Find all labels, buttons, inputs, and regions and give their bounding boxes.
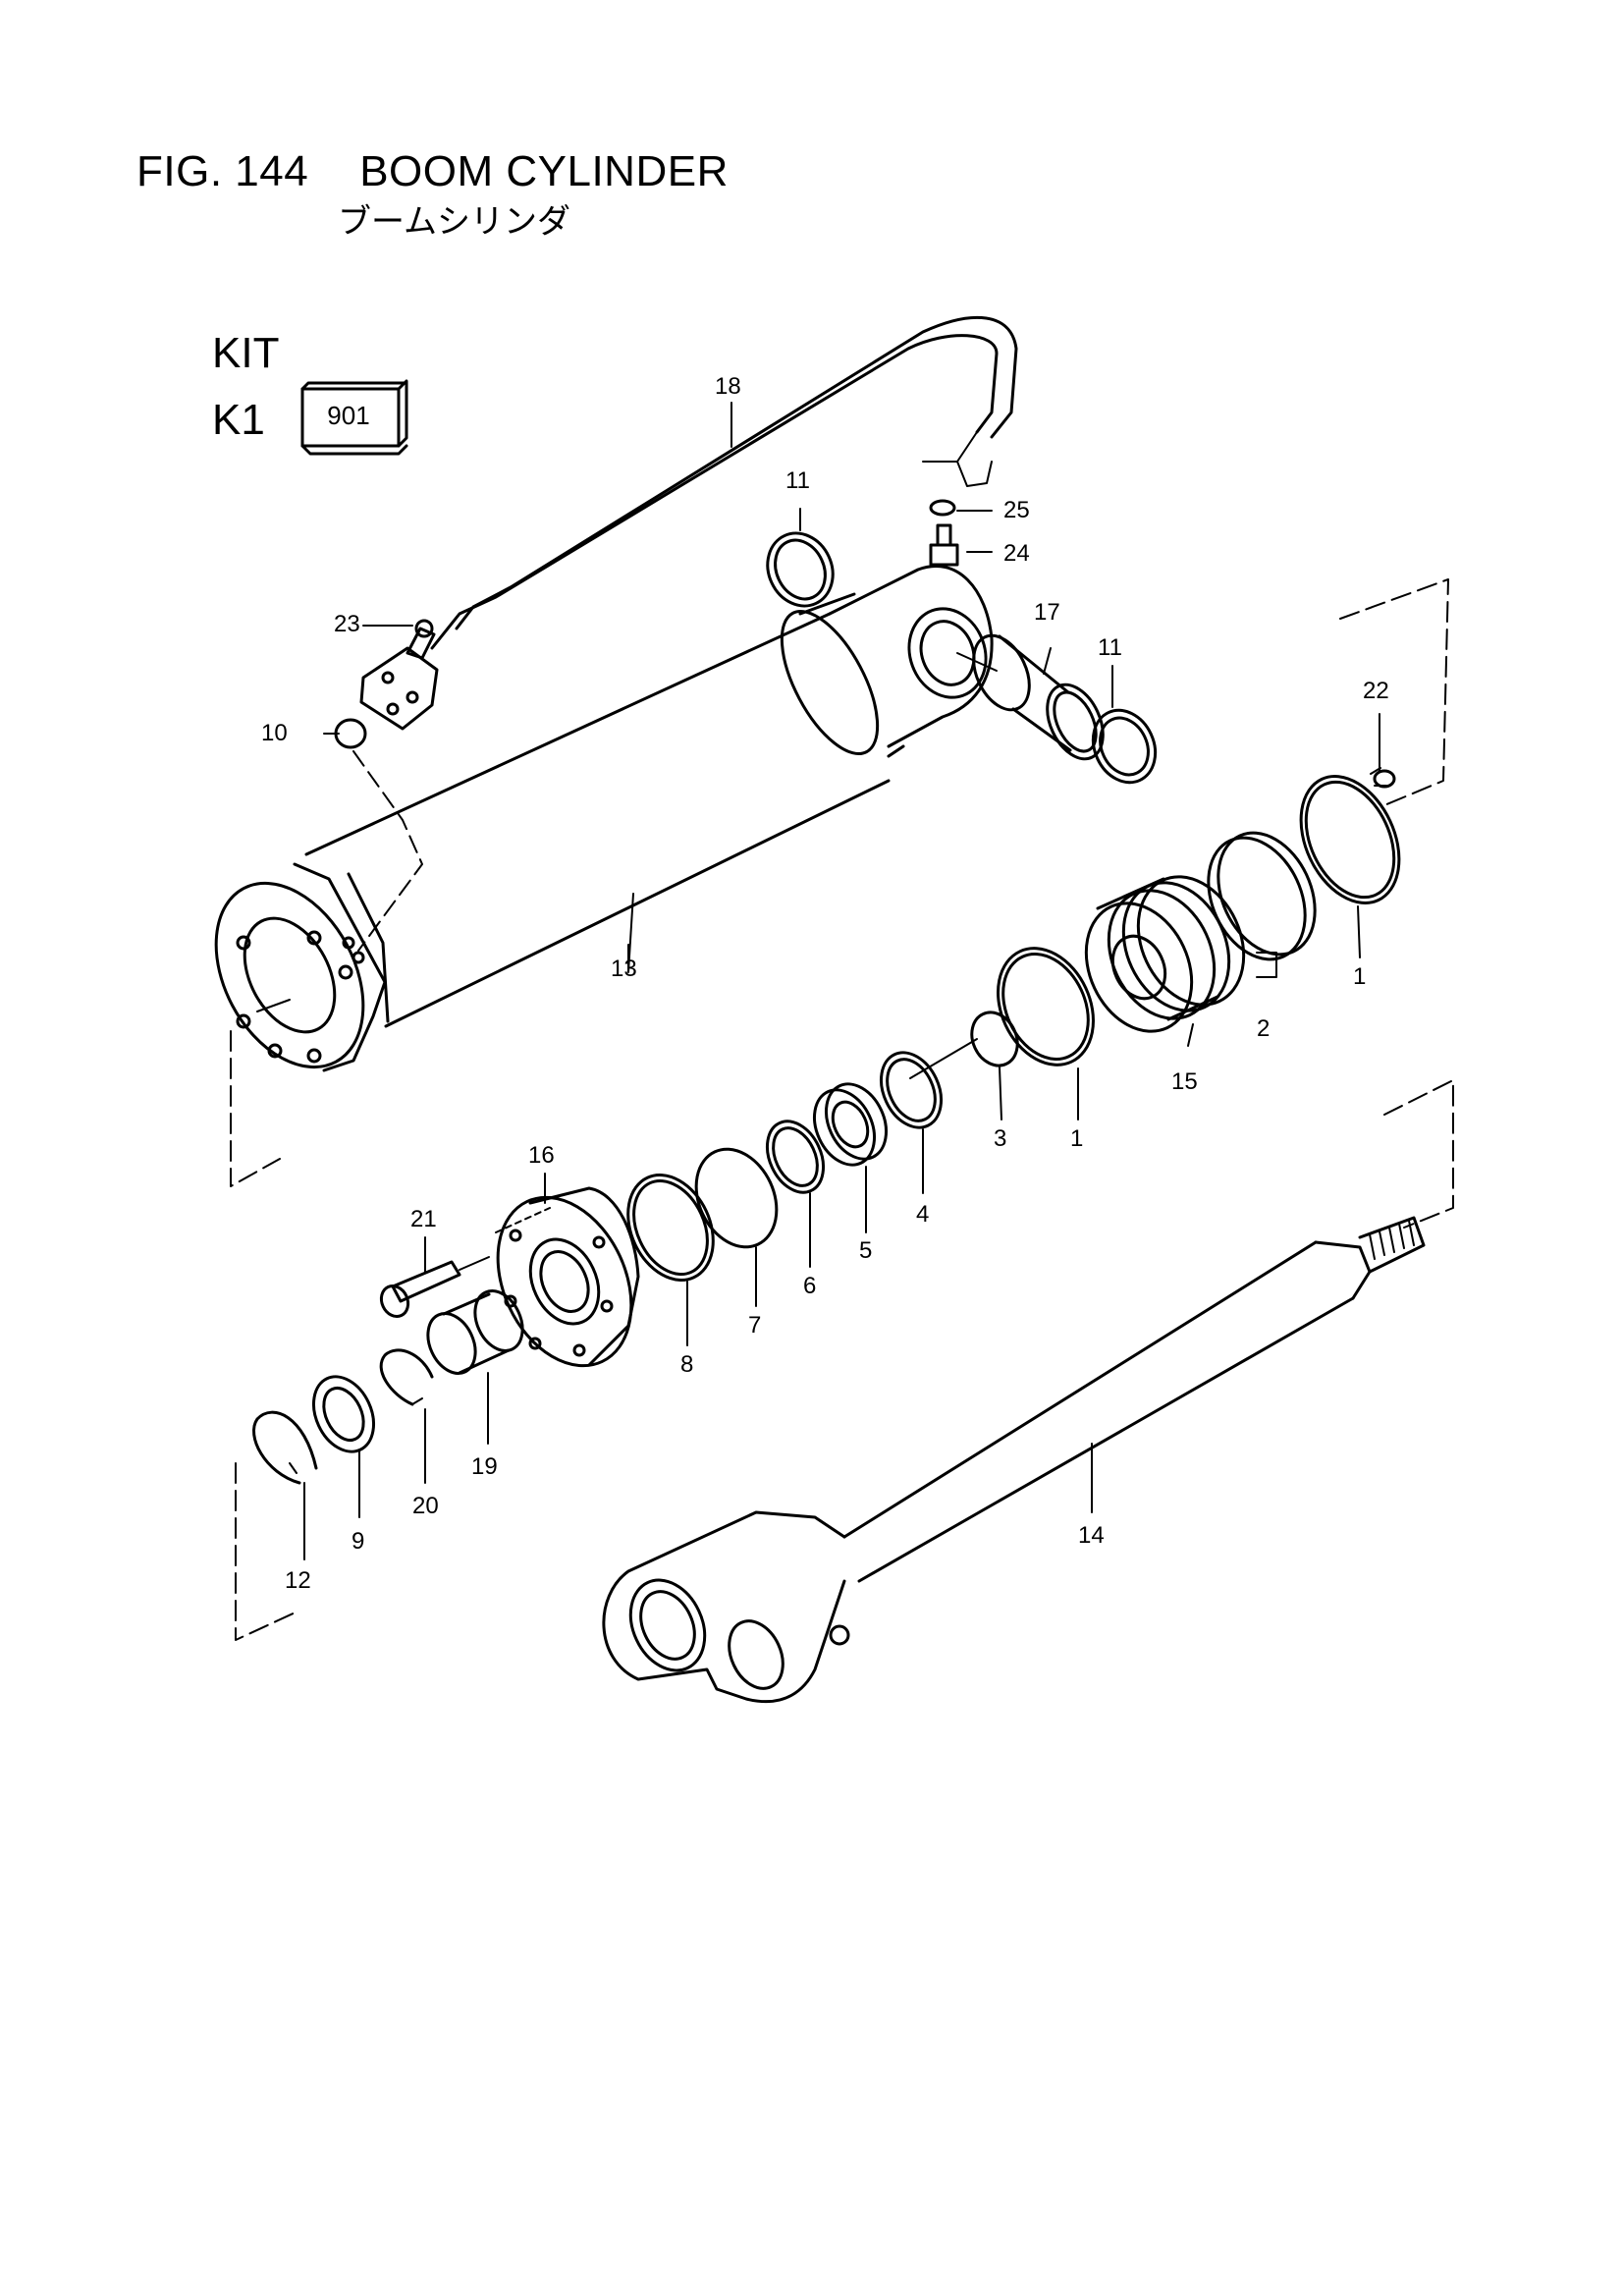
slide-ring-2 — [1207, 831, 1317, 961]
wear-ring-1b — [997, 947, 1095, 1066]
callout-12: 12 — [285, 1567, 311, 1594]
kit-heading: KIT — [212, 329, 280, 377]
wear-ring-1a — [1299, 775, 1401, 904]
piston-axis-line — [909, 1038, 978, 1079]
o-ring-4 — [880, 1051, 943, 1129]
callout-7: 7 — [748, 1312, 762, 1339]
bolt-21 — [379, 1256, 490, 1319]
callout-1-left: 1 — [1070, 1125, 1084, 1152]
callout-8: 8 — [680, 1351, 694, 1378]
callout-16: 16 — [528, 1142, 555, 1169]
dust-seal-11a — [766, 531, 835, 608]
callout-19: 19 — [471, 1453, 498, 1480]
kit-box — [300, 379, 408, 456]
callout-25: 25 — [1003, 497, 1030, 523]
figure-subtitle-jp: ブームシリンダ — [338, 203, 570, 241]
ring-6 — [765, 1120, 826, 1194]
snap-ring-20 — [379, 1348, 434, 1406]
leader-10 — [352, 750, 423, 952]
kit-id: K1 — [212, 396, 265, 444]
figure-number: FIG. 144 — [136, 147, 309, 195]
callout-17: 17 — [1034, 599, 1060, 626]
callout-21: 21 — [410, 1206, 437, 1232]
cylinder-tube — [214, 565, 998, 1072]
callout-15: 15 — [1171, 1068, 1198, 1095]
callout-18: 18 — [715, 373, 741, 400]
figure-title: FIG. 144 BOOM CYLINDER — [136, 147, 729, 196]
kit-box-label: 901 — [327, 401, 370, 430]
rod-cover-16 — [495, 1186, 640, 1368]
bolt-23 — [406, 619, 436, 660]
callout-24: 24 — [1003, 540, 1030, 567]
callout-9: 9 — [352, 1528, 365, 1555]
callout-10: 10 — [261, 720, 288, 746]
callout-11-top: 11 — [785, 467, 810, 494]
o-ring-10 — [334, 718, 367, 749]
backup-ring-5 — [813, 1082, 888, 1167]
washer-25 — [929, 499, 956, 517]
fitting-24 — [929, 523, 959, 567]
callout-22: 22 — [1363, 678, 1389, 704]
callout-4: 4 — [916, 1201, 930, 1228]
callout-14: 14 — [1078, 1522, 1105, 1549]
callout-3: 3 — [994, 1125, 1007, 1152]
piston-rod-14 — [602, 1216, 1426, 1704]
snap-ring-12 — [252, 1410, 318, 1485]
pipe — [359, 315, 1018, 731]
figure-name: BOOM CYLINDER — [359, 147, 729, 195]
set-screw-22 — [1370, 767, 1396, 789]
callout-11-right: 11 — [1098, 634, 1122, 661]
callout-23: 23 — [334, 611, 360, 637]
callout-5: 5 — [859, 1237, 873, 1264]
bushing-19 — [426, 1289, 524, 1375]
callout-leaders — [303, 402, 1380, 1560]
o-ring-8 — [626, 1174, 715, 1282]
dust-seal-9 — [312, 1375, 375, 1453]
dust-seal-11b — [1091, 708, 1158, 785]
callout-1-right: 1 — [1353, 963, 1367, 990]
callout-6: 6 — [803, 1273, 817, 1299]
alignment-leaders — [230, 578, 1454, 1641]
callout-20: 20 — [412, 1493, 439, 1519]
shim-3 — [970, 1011, 1019, 1067]
bushing-17 — [972, 633, 1105, 761]
callout-2: 2 — [1257, 1015, 1271, 1042]
callout-13: 13 — [611, 956, 637, 982]
piston-15 — [1084, 875, 1246, 1033]
